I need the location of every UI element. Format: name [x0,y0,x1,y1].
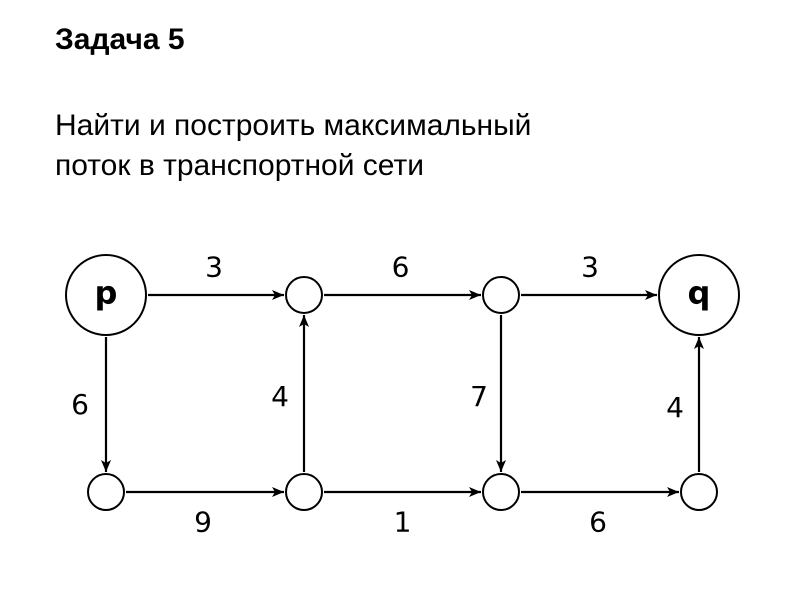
node-a [285,276,323,314]
node-b [482,276,520,314]
node-circle-f [680,473,718,511]
task-statement-line-2: поток в транспортной сети [55,149,424,182]
node-circle-e [482,473,520,511]
edge-capacity-c-d: 9 [194,506,212,539]
task-statement-line-1: Найти и построить максимальный [55,109,532,142]
edge-p-a: 3 [148,251,284,300]
edge-capacity-p-c: 6 [71,388,89,421]
node-label-p: p [95,274,118,312]
edge-b-q: 3 [521,251,657,300]
edge-a-b: 6 [324,251,481,300]
edge-capacity-f-q: 4 [666,391,684,424]
edge-capacity-e-f: 6 [589,506,607,539]
node-circle-q [658,254,740,336]
node-f [680,473,718,511]
task-statement: Найти и построить максимальный поток в т… [55,106,735,186]
node-d [285,473,323,511]
edge-capacity-p-a: 3 [205,251,223,284]
edge-e-f: 6 [521,487,679,539]
node-circle-c [87,473,125,511]
edge-d-e: 1 [324,487,481,539]
edge-capacity-a-b: 6 [392,251,410,284]
slide-title: Задача 5 [55,23,185,56]
node-label-q: q [688,274,711,312]
node-p: p [65,254,147,336]
node-c [87,473,125,511]
edge-capacity-b-e: 7 [470,380,488,413]
edge-capacity-b-q: 3 [581,251,599,284]
edge-p-c: 6 [71,337,111,472]
node-circle-p [65,254,147,336]
node-circle-d [285,473,323,511]
edge-b-e: 7 [470,315,506,472]
node-q: q [658,254,740,336]
edges-layer: 3 6 3 6 4 7 4 9 1 6 [71,251,704,539]
edge-capacity-d-e: 1 [394,506,412,539]
edge-d-a: 4 [271,315,309,472]
edge-f-q: 4 [666,337,704,472]
node-circle-b [482,276,520,314]
node-e [482,473,520,511]
edge-capacity-d-a: 4 [271,380,289,413]
edge-c-d: 9 [126,487,284,539]
node-circle-a [285,276,323,314]
